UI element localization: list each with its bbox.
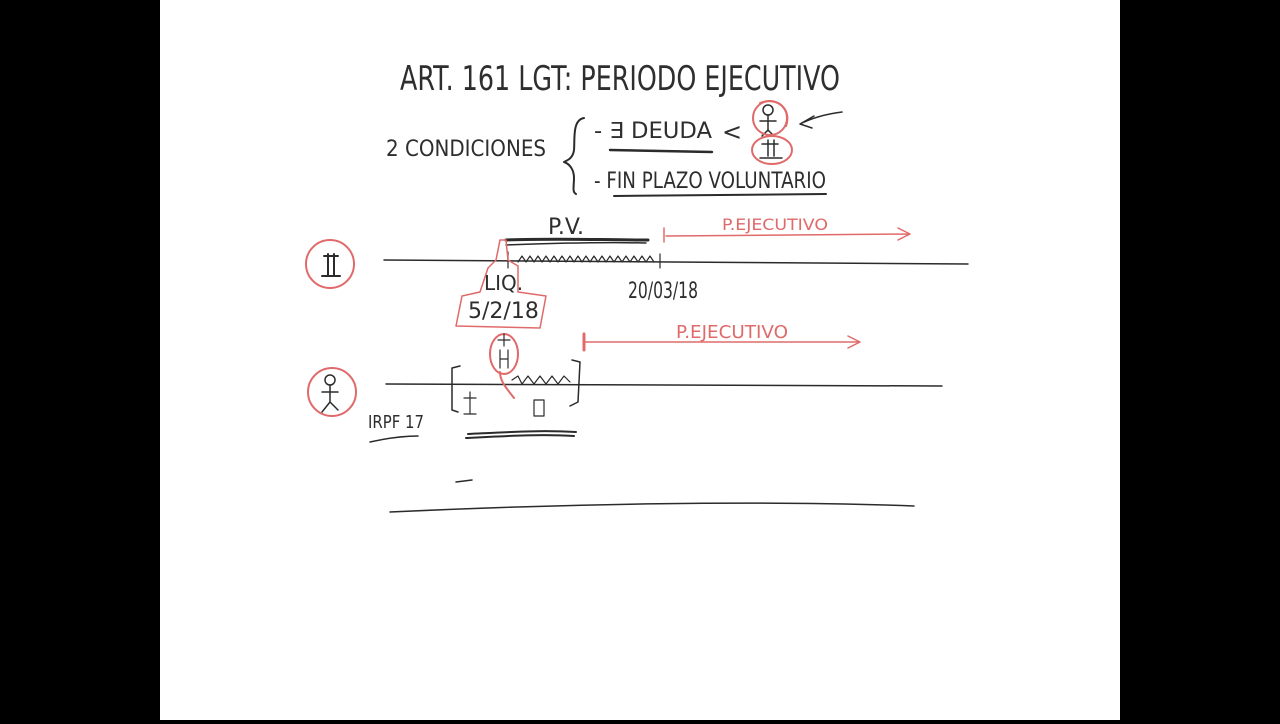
timeline-2: P.EJECUTIVO IRPF 17	[307, 322, 943, 443]
end-term-underline	[613, 193, 827, 197]
voluntary-end-date: 20/03/18	[628, 279, 698, 304]
less-than-sign: <	[722, 118, 742, 146]
debt-underline	[608, 148, 714, 154]
timeline-1: P.V. P.EJECUTIVO LIQ. 5/2/18 20/03/18	[305, 215, 969, 329]
board-title: ART. 161 LGT: PERIODO EJECUTIVO	[400, 59, 840, 99]
pointer-arrow-icon	[799, 111, 843, 129]
executive-period-label-2: P.EJECUTIVO	[676, 322, 788, 343]
irpf-label: IRPF 17	[368, 412, 424, 433]
curly-brace	[563, 117, 585, 195]
stray-mark	[455, 479, 473, 483]
liquidation-date: 5/2/18	[468, 299, 539, 324]
whiteboard-paper	[160, 0, 1120, 720]
conditions-label: 2 CONDICIONES	[386, 137, 546, 162]
liquidation-label: LIQ.	[484, 271, 523, 295]
executive-period-label-1: P.EJECUTIVO	[722, 215, 828, 234]
timeline-3-line	[389, 502, 915, 513]
taxpayer-icon	[752, 100, 789, 137]
voluntary-period-label: P.V.	[548, 215, 584, 240]
condition-debt: - ∃ DEUDA	[594, 119, 712, 144]
administration-icon	[751, 135, 793, 165]
condition-end-term: - FIN PLAZO VOLUNTARIO	[594, 169, 826, 194]
